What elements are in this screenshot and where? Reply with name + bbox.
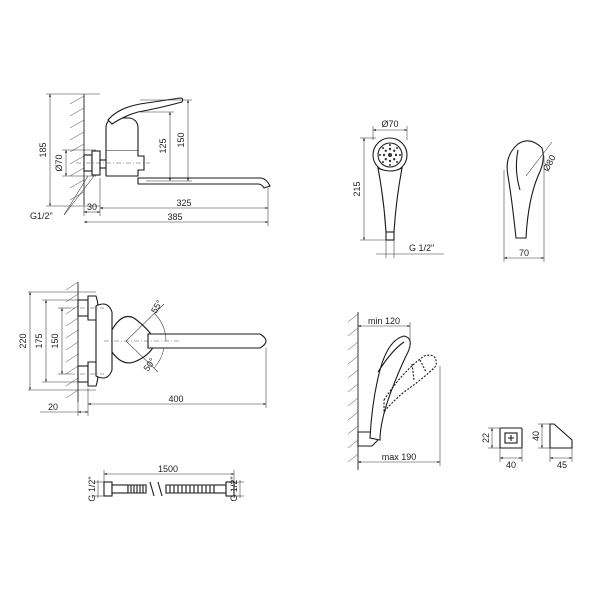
dim-150-top-label: 150 [50, 333, 60, 348]
dim-inlet-diameter: Ø70 [54, 149, 96, 177]
mixer-body [105, 149, 145, 177]
dim-220-label: 220 [18, 333, 28, 348]
dim-40-front: 40 [499, 448, 523, 470]
dim-185-label: 185 [38, 142, 48, 157]
dim-150-top: 150 [50, 307, 70, 375]
bracket-side: 40 45 [531, 423, 573, 470]
dim-30-label: 30 [87, 202, 97, 212]
hand-shower-side: Ø80 70 [503, 140, 558, 262]
dim-min120: min 120 [358, 316, 411, 342]
dim-325: 325 [100, 188, 269, 226]
dim-325-label: 325 [176, 198, 191, 208]
bracket-front: 22 40 [481, 427, 523, 470]
mixer-top-view: 55° 50° 220 175 150 [18, 281, 267, 416]
dim-20-label: 20 [48, 402, 58, 412]
hand-shower-front: Ø70 215 G 1/2" [352, 119, 444, 258]
dim-inlet-diameter-label: Ø70 [54, 154, 64, 171]
handle-lever [107, 97, 184, 125]
dim-215-label: 215 [352, 181, 362, 196]
dim-min120-label: min 120 [368, 316, 400, 326]
dim-45-label: 45 [557, 460, 567, 470]
dim-head-diameter-label: Ø70 [381, 119, 398, 129]
dim-45: 45 [549, 448, 573, 470]
dim-1500-label: 1500 [158, 464, 178, 474]
dim-max190: max 190 [358, 366, 441, 466]
dim-125: 125 [140, 111, 174, 181]
dim-40-side: 40 [531, 423, 550, 449]
dim-30: 30 [83, 178, 101, 216]
dim-thread-label: G1/2" [30, 211, 53, 221]
wall-hatch [347, 312, 359, 470]
spout [137, 177, 271, 189]
dim-hose-thread-left-label: G 1/2" [87, 476, 97, 501]
mixer-side-view: 185 Ø70 150 125 G1/2" [30, 93, 271, 226]
dim-220: 220 [18, 291, 96, 391]
dim-40-front-label: 40 [506, 460, 516, 470]
spout-top [147, 333, 267, 349]
dim-max190-label: max 190 [382, 452, 417, 462]
wall-hatch [69, 94, 85, 205]
angle-upper-label: 55° [149, 298, 165, 315]
dim-150: 150 [140, 99, 192, 182]
dim-385: 385 [84, 212, 268, 224]
dim-175: 175 [34, 299, 88, 383]
dim-385-label: 385 [167, 212, 182, 222]
dim-hose-thread-right: G 1/2" [229, 476, 244, 502]
dim-hose-thread-left: G 1/2" [87, 476, 104, 502]
dim-1500: 1500 [103, 464, 235, 482]
hose-view: 1500 G 1/2" G 1/2" [87, 464, 244, 502]
dim-125-label: 125 [158, 138, 168, 153]
dim-185: 185 [38, 93, 100, 207]
dim-hose-thread-right-label: G 1/2" [229, 476, 239, 501]
dim-400-label: 400 [168, 394, 183, 404]
dim-70: 70 [503, 156, 545, 262]
dim-215: 215 [352, 137, 386, 241]
dim-20: 20 [40, 388, 89, 416]
shower-on-holder: min 120 max 190 [347, 312, 441, 470]
dim-175-label: 175 [34, 333, 44, 348]
dim-head-diameter: Ø70 [372, 119, 408, 140]
dim-shower-thread-label: G 1/2" [409, 243, 434, 253]
dim-150-label: 150 [176, 132, 186, 147]
dim-400: 400 [88, 348, 267, 408]
dim-22: 22 [481, 427, 500, 449]
dim-shower-thread: G 1/2" [376, 240, 444, 258]
dim-40-side-label: 40 [531, 431, 541, 441]
dim-70-label: 70 [519, 248, 529, 258]
dim-thread: G1/2" [30, 175, 95, 221]
dim-22-label: 22 [481, 433, 491, 443]
